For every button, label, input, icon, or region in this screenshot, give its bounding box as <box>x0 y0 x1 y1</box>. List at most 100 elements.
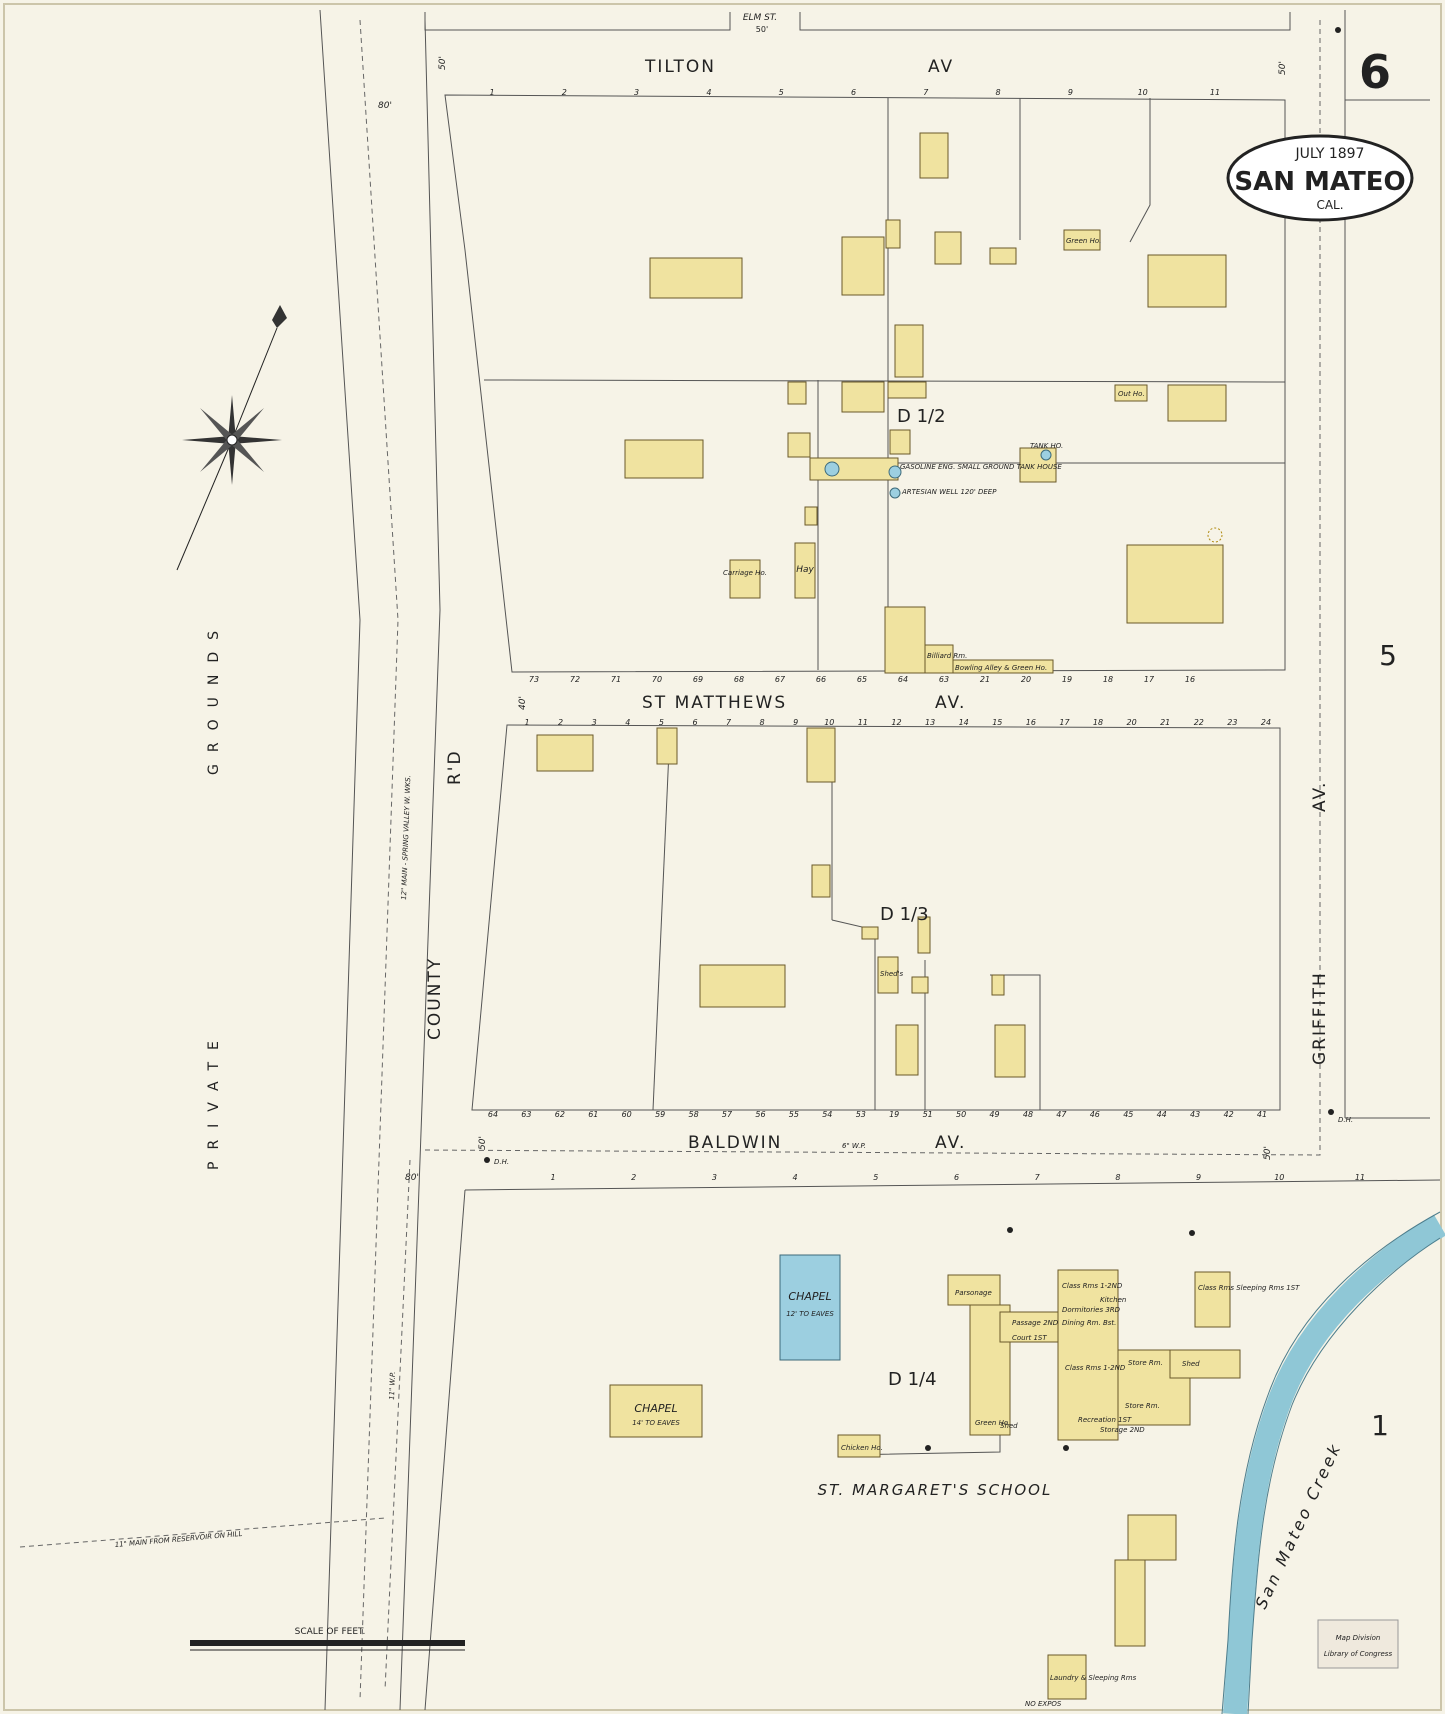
tank-house-label: TANK HO. <box>1030 442 1063 450</box>
lot-number: 13 <box>925 718 935 727</box>
laundry <box>1047 1654 1087 1700</box>
green-house-label: Green Ho. <box>1066 237 1101 245</box>
grounds-label: GROUNDS <box>206 619 222 775</box>
outbuilding <box>887 381 927 399</box>
lot-number: 61 <box>588 1110 598 1119</box>
elm-street-line-2 <box>799 12 1291 31</box>
gasoline-label: GASOLINE ENG. SMALL GROUND TANK HOUSE <box>900 463 1062 471</box>
lot-number: 2 <box>631 1173 636 1182</box>
tilton-av-suffix: AV <box>928 57 954 77</box>
lot-number: 8 <box>996 88 1001 97</box>
street-width: 80' <box>378 101 392 111</box>
lot-number: 2 <box>558 718 563 727</box>
lot-number: 7 <box>923 88 929 97</box>
lot-number: 47 <box>1056 1110 1067 1119</box>
dwelling <box>536 734 594 772</box>
lot-number: 7 <box>1035 1173 1041 1182</box>
hydrant-icon <box>1189 1230 1195 1236</box>
lot-number: 17 <box>1059 718 1070 727</box>
dwelling <box>649 257 743 299</box>
lot-number: 62 <box>555 1110 565 1119</box>
billiard-label: Billiard Rm. <box>927 652 967 660</box>
chapel-blue-note: 12' TO EAVES <box>786 1310 834 1318</box>
outbuilding <box>787 381 807 405</box>
outbuilding <box>991 974 1005 996</box>
middle-block-divider-3 <box>831 919 876 1110</box>
street-width: 50' <box>438 56 448 70</box>
lot-number: 11 <box>1210 88 1220 97</box>
frame-chapel[interactable] <box>609 1384 703 1438</box>
block-label-middle: D 1/3 <box>880 904 929 925</box>
lot-number: 6 <box>954 1173 959 1182</box>
outbuilding <box>1114 1559 1146 1647</box>
elm-street-width: 50' <box>756 25 768 34</box>
lot-number: 43 <box>1190 1110 1200 1119</box>
dwelling <box>624 439 704 479</box>
shed <box>917 916 931 954</box>
stable <box>841 381 885 413</box>
lot-number: 8 <box>760 718 765 727</box>
reservoir-main-label: 11" MAIN FROM RESERVOIR ON HILL <box>114 1530 242 1549</box>
hydrant-icon <box>1007 1227 1013 1233</box>
lot-number: 18 <box>1093 718 1103 727</box>
lot-number: 1 <box>550 1173 555 1182</box>
lot-number: 6 <box>851 88 856 97</box>
lot-number: 21 <box>980 675 990 684</box>
lot-number: 4 <box>793 1173 798 1182</box>
library-stamp <box>1317 1619 1399 1669</box>
tilton-av-label: TILTON <box>644 57 716 77</box>
private-label: PRIVATE <box>206 1029 222 1170</box>
carriage-house <box>729 559 761 599</box>
lot-number: 72 <box>570 675 580 684</box>
lot-number: 46 <box>1090 1110 1100 1119</box>
lot-number: 63 <box>521 1110 531 1119</box>
school-shed <box>1169 1349 1241 1379</box>
title-cartouche <box>1226 134 1414 222</box>
lot-number: 7 <box>726 718 732 727</box>
lot-number: 3 <box>712 1173 717 1182</box>
lot-number: 67 <box>775 675 786 684</box>
outbuilding <box>804 506 818 526</box>
outbuilding <box>885 219 901 249</box>
lot-number: 45 <box>1123 1110 1133 1119</box>
street-width: 50' <box>1263 1146 1273 1160</box>
lot-number: 16 <box>1026 718 1036 727</box>
brick-chapel[interactable] <box>779 1254 841 1361</box>
stamp-line-2: Library of Congress <box>1324 1650 1393 1658</box>
hydrant-label: D.H. <box>1338 1116 1353 1124</box>
san-mateo-creek <box>1223 1214 1445 1714</box>
st-matthews-av-suffix: AV. <box>935 693 966 713</box>
lot-number: 64 <box>488 1110 498 1119</box>
lot-number: 24 <box>1261 718 1271 727</box>
carriage-house-label: Carriage Ho. <box>723 569 767 577</box>
hay-label: Hay <box>796 565 814 575</box>
county-road-water-main <box>359 19 399 1701</box>
outbuilding <box>1127 1514 1177 1561</box>
lot-number: 59 <box>655 1110 665 1119</box>
map-city: SAN MATEO <box>1234 167 1405 197</box>
reservoir-main <box>19 1517 386 1548</box>
outbuilding <box>861 926 879 940</box>
middle-block-divider-5 <box>990 974 1041 1110</box>
lot-number: 50 <box>956 1110 966 1119</box>
hydrant-label: D.H. <box>494 1158 509 1166</box>
map-border <box>3 3 1442 1711</box>
map-date: JULY 1897 <box>1295 146 1365 162</box>
elm-street-line <box>424 12 731 31</box>
outbuilding <box>1114 384 1148 402</box>
recreation-label: Recreation 1ST <box>1078 1416 1132 1424</box>
elm-street-label: ELM ST. <box>743 13 777 23</box>
class-rooms-2-label: Class Rms 1-2ND <box>1065 1364 1126 1372</box>
lot-number: 49 <box>989 1110 999 1119</box>
lot-number: 57 <box>722 1110 733 1119</box>
bowling-label: Bowling Alley & Green Ho. <box>955 664 1047 672</box>
kitchen-label: Kitchen <box>1100 1296 1126 1304</box>
store-room-label: Store Rm. <box>1128 1359 1163 1367</box>
street-width: 40' <box>518 696 528 710</box>
lot-number: 5 <box>873 1173 878 1182</box>
lot-number: 65 <box>857 675 867 684</box>
